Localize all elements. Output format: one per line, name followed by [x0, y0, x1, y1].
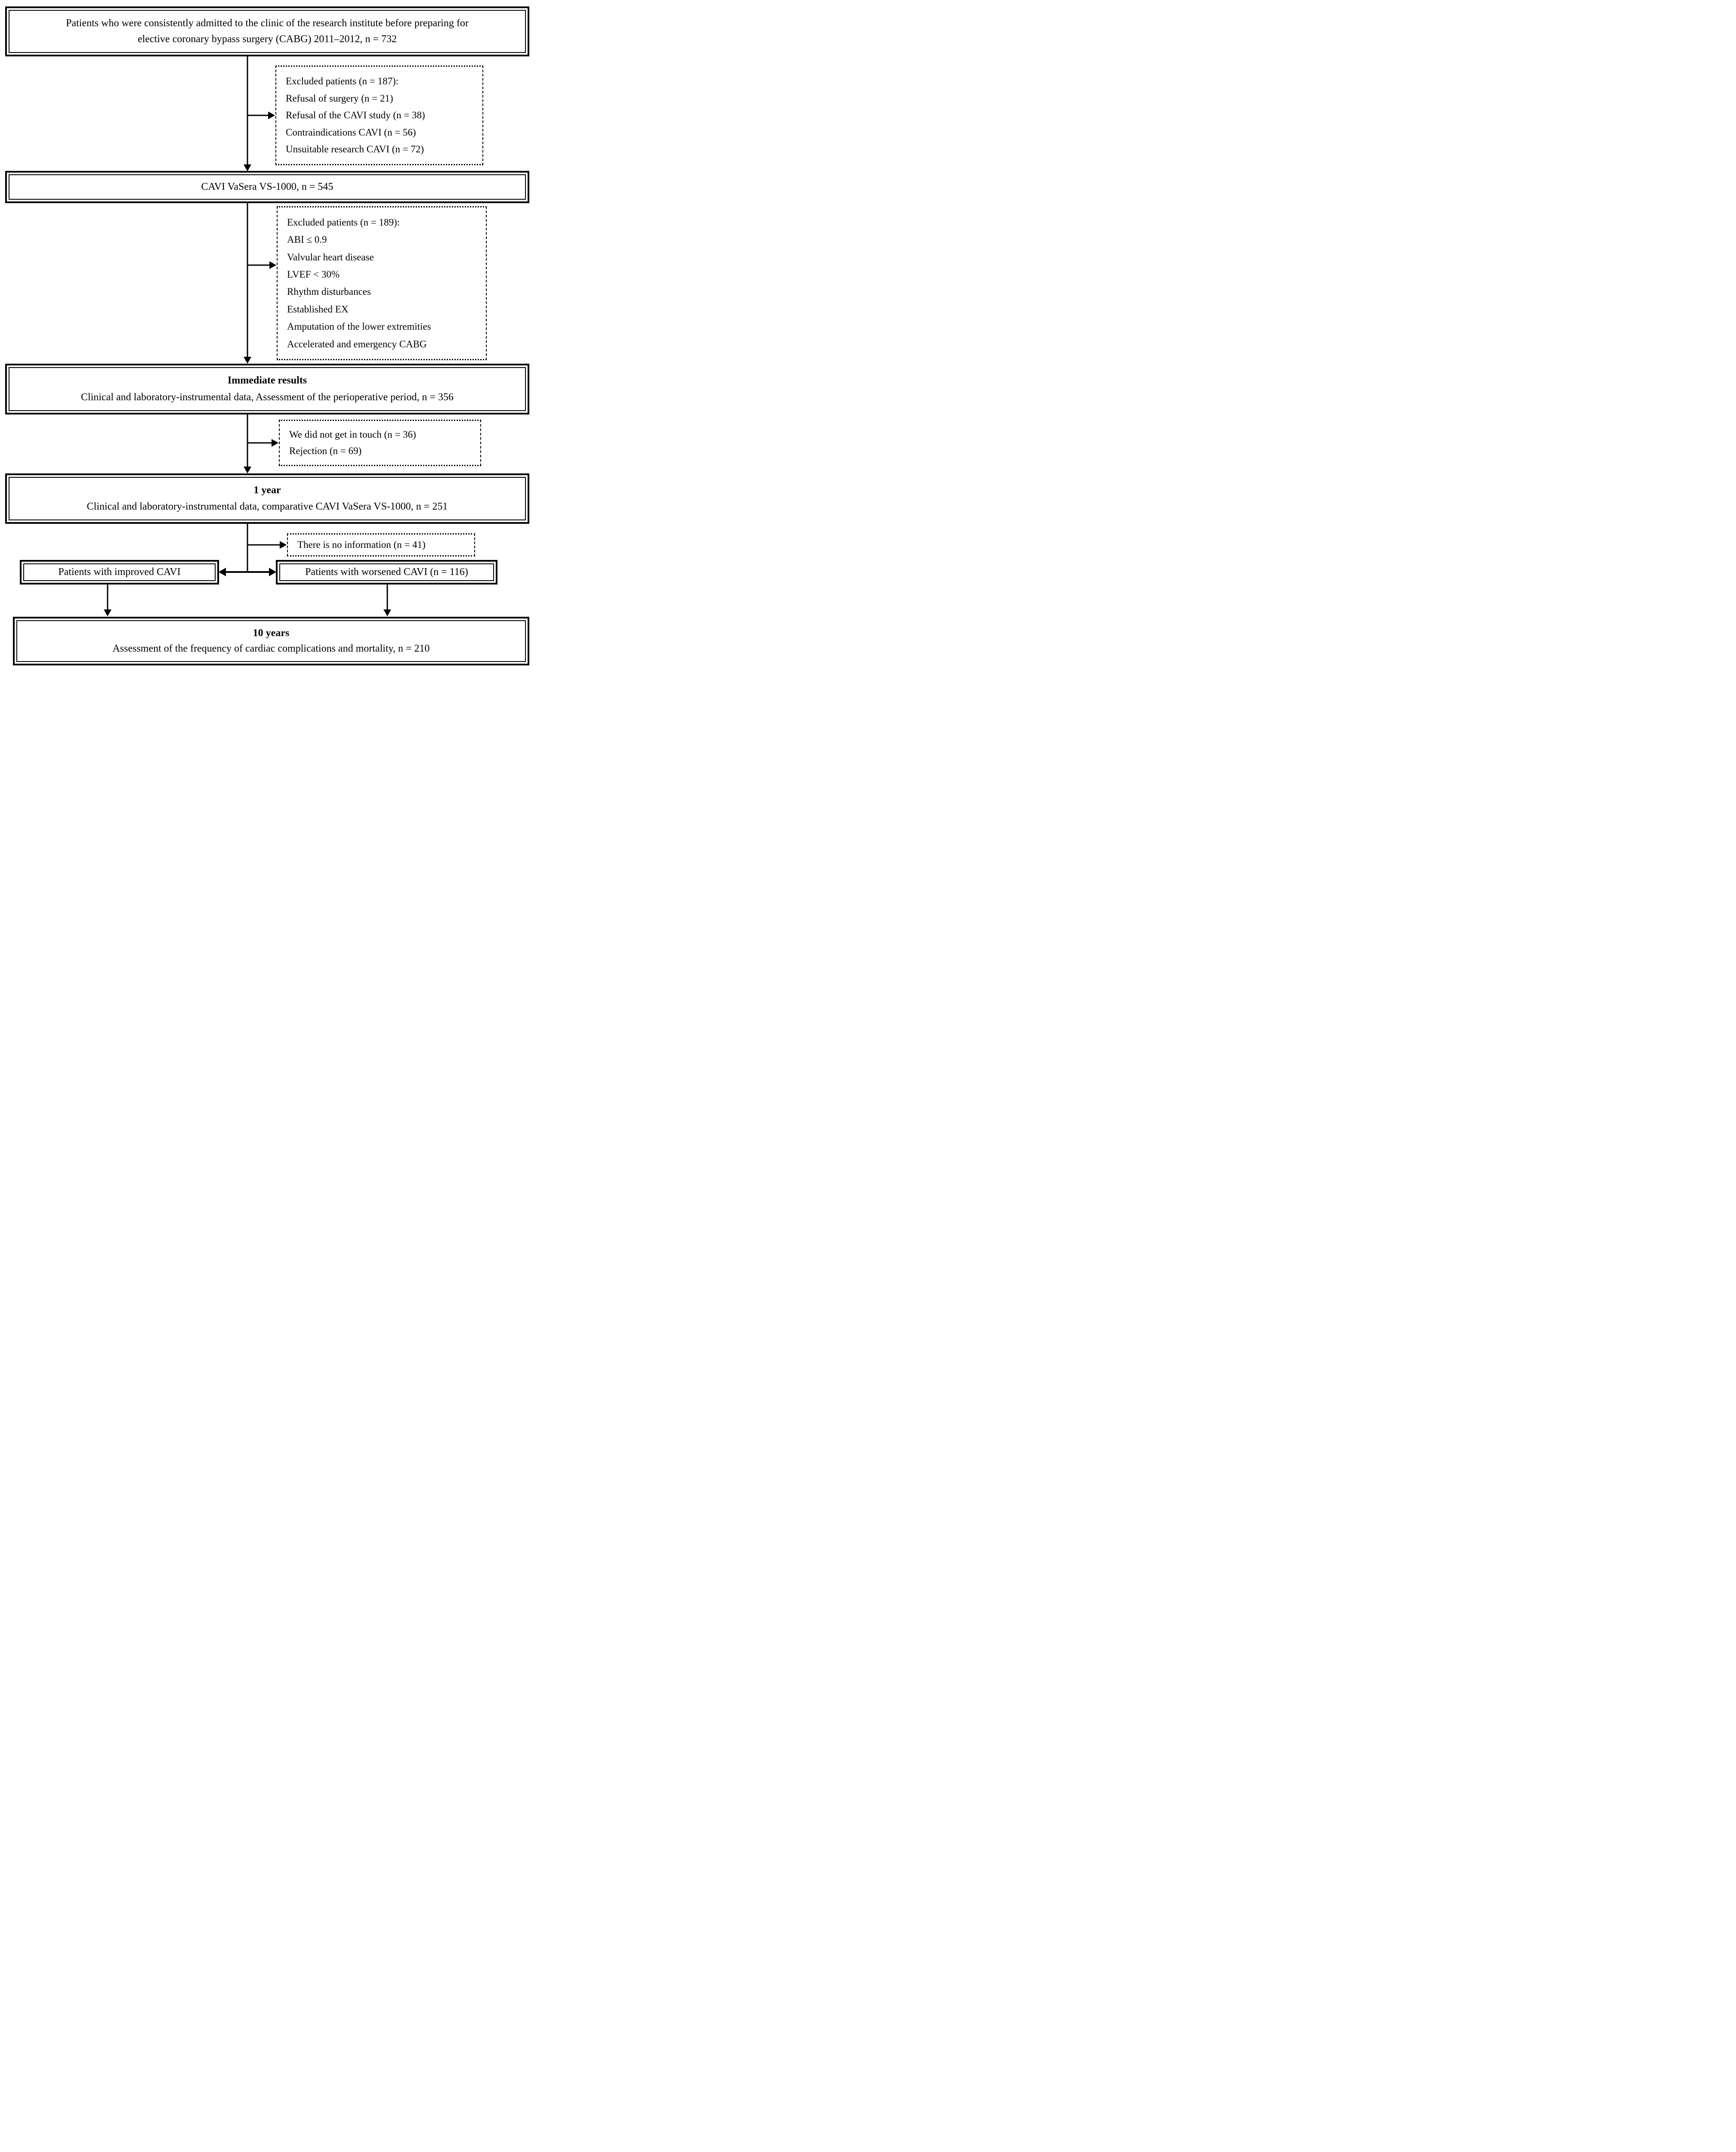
flow-connectors: [104, 56, 391, 616]
excluded-2-item: Amputation of the lower extremities: [287, 321, 431, 332]
box-immediate-results: Immediate results Clinical and laborator…: [5, 364, 529, 414]
box-ten-years-inner: 10 years Assessment of the frequency of …: [16, 620, 526, 662]
box-improved-cavi: Patients with improved CAVI: [20, 560, 219, 584]
arrow-cavi-to-immediate: [244, 203, 251, 364]
excluded-1-title: Excluded patients (n = 187):: [286, 76, 399, 87]
enrollment-text-line2: elective coronary bypass surgery (CABG) …: [137, 34, 397, 45]
no-information-item: There is no information (n = 41): [297, 539, 426, 550]
note-excluded-2: Excluded patients (n = 189): ABI ≤ 0.9 V…: [277, 206, 487, 360]
excluded-1-item: Refusal of the CAVI study (n = 38): [286, 110, 425, 121]
box-improved-cavi-inner: Patients with improved CAVI: [23, 563, 216, 581]
excluded-2-item: Rhythm disturbances: [287, 286, 371, 297]
box-worsened-cavi: Patients with worsened CAVI (n = 116): [276, 560, 497, 584]
study-flowchart: Patients who were consistently admitted …: [0, 0, 534, 673]
enrollment-text-line1: Patients who were consistently admitted …: [66, 17, 469, 29]
box-cavi-inner: CAVI VaSera VS-1000, n = 545: [9, 174, 526, 200]
note-no-information: There is no information (n = 41): [287, 533, 475, 557]
arrow-immediate-to-one-year: [244, 414, 251, 473]
box-one-year: 1 year Clinical and laboratory-instrumen…: [5, 473, 529, 524]
excluded-2-item: Valvular heart disease: [287, 251, 374, 263]
immediate-results-title: Immediate results: [227, 375, 307, 386]
box-cavi: CAVI VaSera VS-1000, n = 545: [5, 171, 529, 203]
followup-loss-item: Rejection (n = 69): [289, 445, 362, 457]
worsened-cavi-text: Patients with worsened CAVI (n = 116): [305, 566, 468, 578]
one-year-subtitle: Clinical and laboratory-instrumental dat…: [86, 501, 448, 513]
box-worsened-cavi-inner: Patients with worsened CAVI (n = 116): [279, 563, 494, 581]
ten-years-subtitle: Assessment of the frequency of cardiac c…: [112, 643, 430, 655]
immediate-results-subtitle: Clinical and laboratory-instrumental dat…: [81, 391, 454, 403]
excluded-2-item: Accelerated and emergency CABG: [287, 338, 427, 349]
note-excluded-1: Excluded patients (n = 187): Refusal of …: [275, 65, 483, 165]
excluded-1-item: Refusal of surgery (n = 21): [286, 93, 393, 104]
cavi-text: CAVI VaSera VS-1000, n = 545: [201, 181, 334, 193]
box-immediate-results-inner: Immediate results Clinical and laborator…: [9, 367, 526, 411]
arrow-branch-followup-loss: [247, 439, 278, 447]
arrow-branch-excluded-1: [247, 111, 275, 119]
followup-loss-item: We did not get in touch (n = 36): [289, 429, 416, 440]
excluded-2-title: Excluded patients (n = 189):: [287, 216, 400, 228]
excluded-2-item: ABI ≤ 0.9: [287, 234, 327, 245]
ten-years-title: 10 years: [253, 627, 290, 639]
arrow-branch-no-information: [247, 541, 287, 549]
one-year-title: 1 year: [253, 485, 281, 496]
excluded-2-item: Established EX: [287, 303, 349, 315]
arrow-improved-worsened-bidirectional: [219, 568, 276, 576]
arrow-branch-excluded-2: [247, 261, 276, 269]
box-ten-years: 10 years Assessment of the frequency of …: [13, 617, 529, 665]
note-followup-loss: We did not get in touch (n = 36) Rejecti…: [279, 420, 481, 466]
excluded-1-item: Contraindications CAVI (n = 56): [286, 127, 416, 138]
box-one-year-inner: 1 year Clinical and laboratory-instrumen…: [9, 477, 526, 520]
box-enrollment-inner: Patients who were consistently admitted …: [9, 10, 526, 53]
excluded-2-item: LVEF < 30%: [287, 269, 340, 280]
excluded-1-item: Unsuitable research CAVI (n = 72): [286, 144, 424, 155]
box-enrollment: Patients who were consistently admitted …: [5, 6, 529, 56]
improved-cavi-text: Patients with improved CAVI: [58, 566, 181, 578]
arrow-worsened-to-ten-years: [383, 584, 391, 616]
arrow-enrollment-to-cavi: [244, 56, 251, 171]
arrow-improved-to-ten-years: [104, 584, 111, 616]
